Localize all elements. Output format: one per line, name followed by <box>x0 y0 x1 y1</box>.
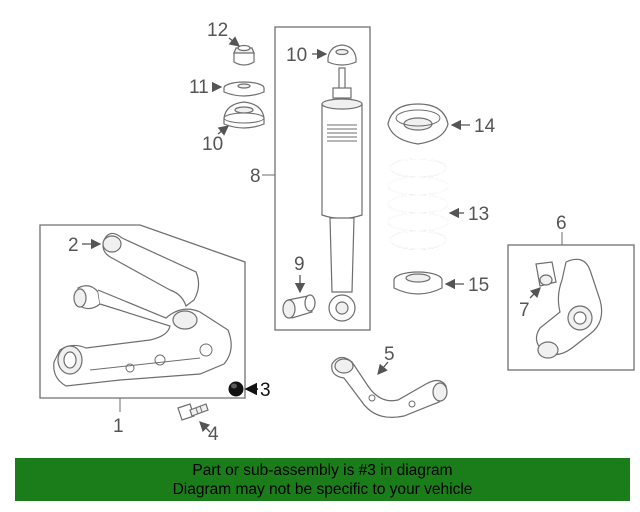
part-11-washer[interactable] <box>223 81 265 97</box>
part-7-bushing[interactable] <box>535 261 557 287</box>
part-9-bushing[interactable] <box>282 294 316 319</box>
part-10-mount-left[interactable] <box>223 101 265 129</box>
callout-14: 14 <box>474 116 496 137</box>
part-5-rear-arm[interactable] <box>331 356 448 418</box>
knuckle-frame <box>507 244 635 371</box>
leader-5 <box>377 361 389 375</box>
part-13-coil-spring[interactable] <box>387 158 449 250</box>
part-12-nut[interactable] <box>233 44 255 66</box>
part-2-upper-arm[interactable] <box>102 232 200 307</box>
banner-line-1: Part or sub-assembly is #3 in diagram <box>192 462 453 479</box>
lower-control-arm[interactable] <box>53 285 232 387</box>
leader-4 <box>199 421 211 433</box>
callout-2: 2 <box>68 235 79 256</box>
callout-5: 5 <box>384 344 395 365</box>
callout-9: 9 <box>294 254 305 275</box>
callout-10-lower: 10 <box>202 134 223 155</box>
leader-12 <box>228 36 241 47</box>
shock-assembly-frame <box>274 26 371 331</box>
banner-line-2: Diagram may not be specific to your vehi… <box>172 481 473 498</box>
part-14-spring-seat[interactable] <box>387 103 449 145</box>
callout-7: 7 <box>519 300 530 321</box>
part-6-knuckle[interactable] <box>535 258 603 359</box>
part-4-bolt[interactable] <box>177 403 209 421</box>
callout-13: 13 <box>468 204 489 225</box>
leader-7 <box>529 287 541 299</box>
callout-3: 3 <box>260 380 271 401</box>
callout-10-upper: 10 <box>286 45 307 66</box>
info-banner: Part or sub-assembly is #3 in diagram Di… <box>15 458 630 501</box>
callout-11: 11 <box>189 77 209 98</box>
leader-10-lower <box>217 125 230 136</box>
shock-absorber[interactable] <box>321 67 363 322</box>
callout-8: 8 <box>250 166 261 187</box>
part-3-highlighted[interactable] <box>228 381 244 397</box>
callout-6: 6 <box>556 213 567 234</box>
control-arm-frame <box>39 224 246 399</box>
callout-12: 12 <box>207 20 228 41</box>
callout-15: 15 <box>468 275 489 296</box>
part-15-lower-seat[interactable] <box>393 271 443 295</box>
callout-1: 1 <box>113 416 124 437</box>
part-10-mount-top[interactable] <box>327 44 357 66</box>
callout-4: 4 <box>208 424 219 445</box>
